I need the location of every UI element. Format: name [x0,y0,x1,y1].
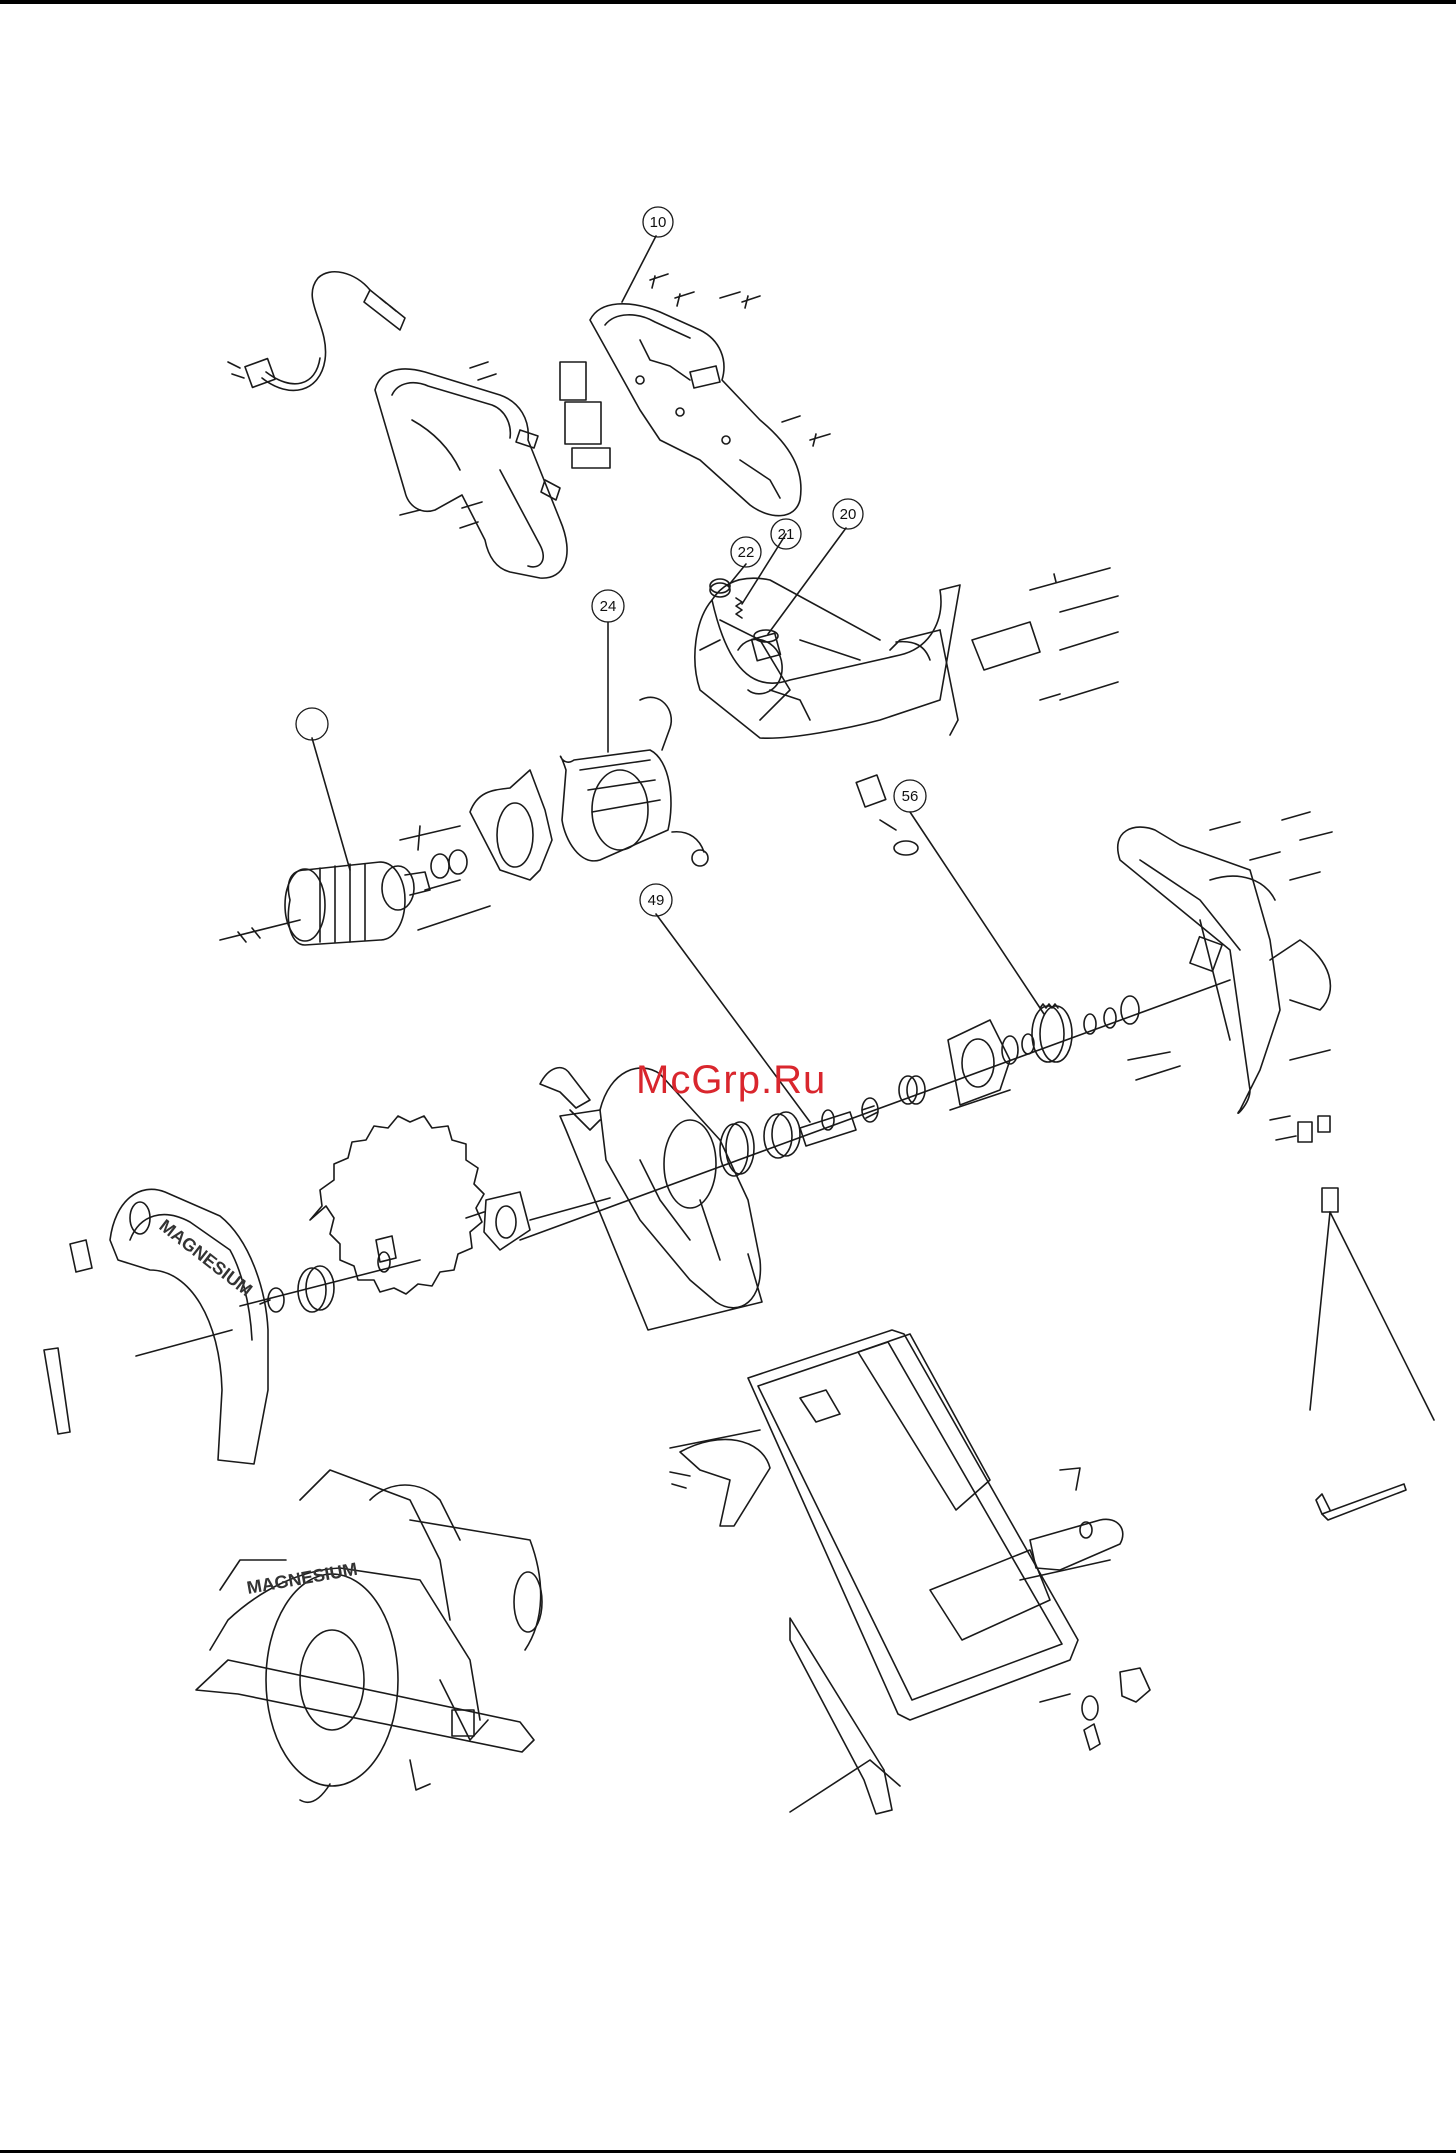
guard-brand-label: MAGNESIUM [156,1215,257,1300]
bevel-bracket [1020,1468,1123,1580]
callout-circles [296,207,926,916]
inner-flange [466,1192,610,1250]
callout-10: 10 [650,214,667,231]
assembly-axis [520,980,1330,1240]
guard-outline-box [560,1110,762,1330]
handle-screws [400,274,830,528]
callout-56: 56 [902,788,919,805]
baffle-fan-plate [470,770,552,880]
blade-washers [240,1260,420,1312]
watermark: McGrp.Ru [636,1058,826,1103]
handle-half-10 [590,304,801,516]
brush-cap [710,579,730,597]
tool-brand-label: MAGNESIUM [245,1559,359,1598]
power-cord [262,272,370,391]
base-knobs [1040,1668,1150,1750]
callout-24: 24 [600,598,617,615]
callout-leaders [312,236,1044,1122]
armature-bearings [400,826,490,930]
bearing-plate [948,1020,1010,1105]
assembled-circular-saw [196,1470,542,1802]
rear-handle [375,369,567,578]
callout-20: 20 [840,506,857,523]
guard-lever [540,1068,600,1130]
guard-decals [44,1240,232,1434]
gear-housing [1118,827,1331,1113]
brush-spring [736,598,742,618]
hex-key [1316,1484,1406,1520]
fence-rail [790,1618,892,1814]
brush-leader-lines [1310,1212,1434,1420]
switch-assembly [516,362,610,500]
stator-24 [560,697,708,866]
base-plate [748,1330,1078,1812]
carbon-brushes [1270,1116,1338,1212]
brush-holder [752,630,781,661]
output-gear-56 [1032,1004,1072,1062]
motor-housing [695,578,960,738]
spindle-shaft-49 [800,1098,878,1146]
housing-screws [1030,568,1118,700]
callout-22: 22 [738,544,755,561]
gear-washers [1002,996,1139,1064]
gear-housing-screws [1210,812,1332,880]
depth-bracket [670,1430,770,1526]
armature-rotor [220,862,460,945]
saw-blade [310,1116,484,1294]
callout-49: 49 [648,892,665,909]
spindle-seal [720,1122,754,1176]
spindle-ring [764,1112,800,1158]
blade-guard-lower [110,1189,268,1464]
cord-strain-relief [364,290,405,330]
callout-21: 21 [778,526,795,543]
nameplate [972,622,1040,670]
